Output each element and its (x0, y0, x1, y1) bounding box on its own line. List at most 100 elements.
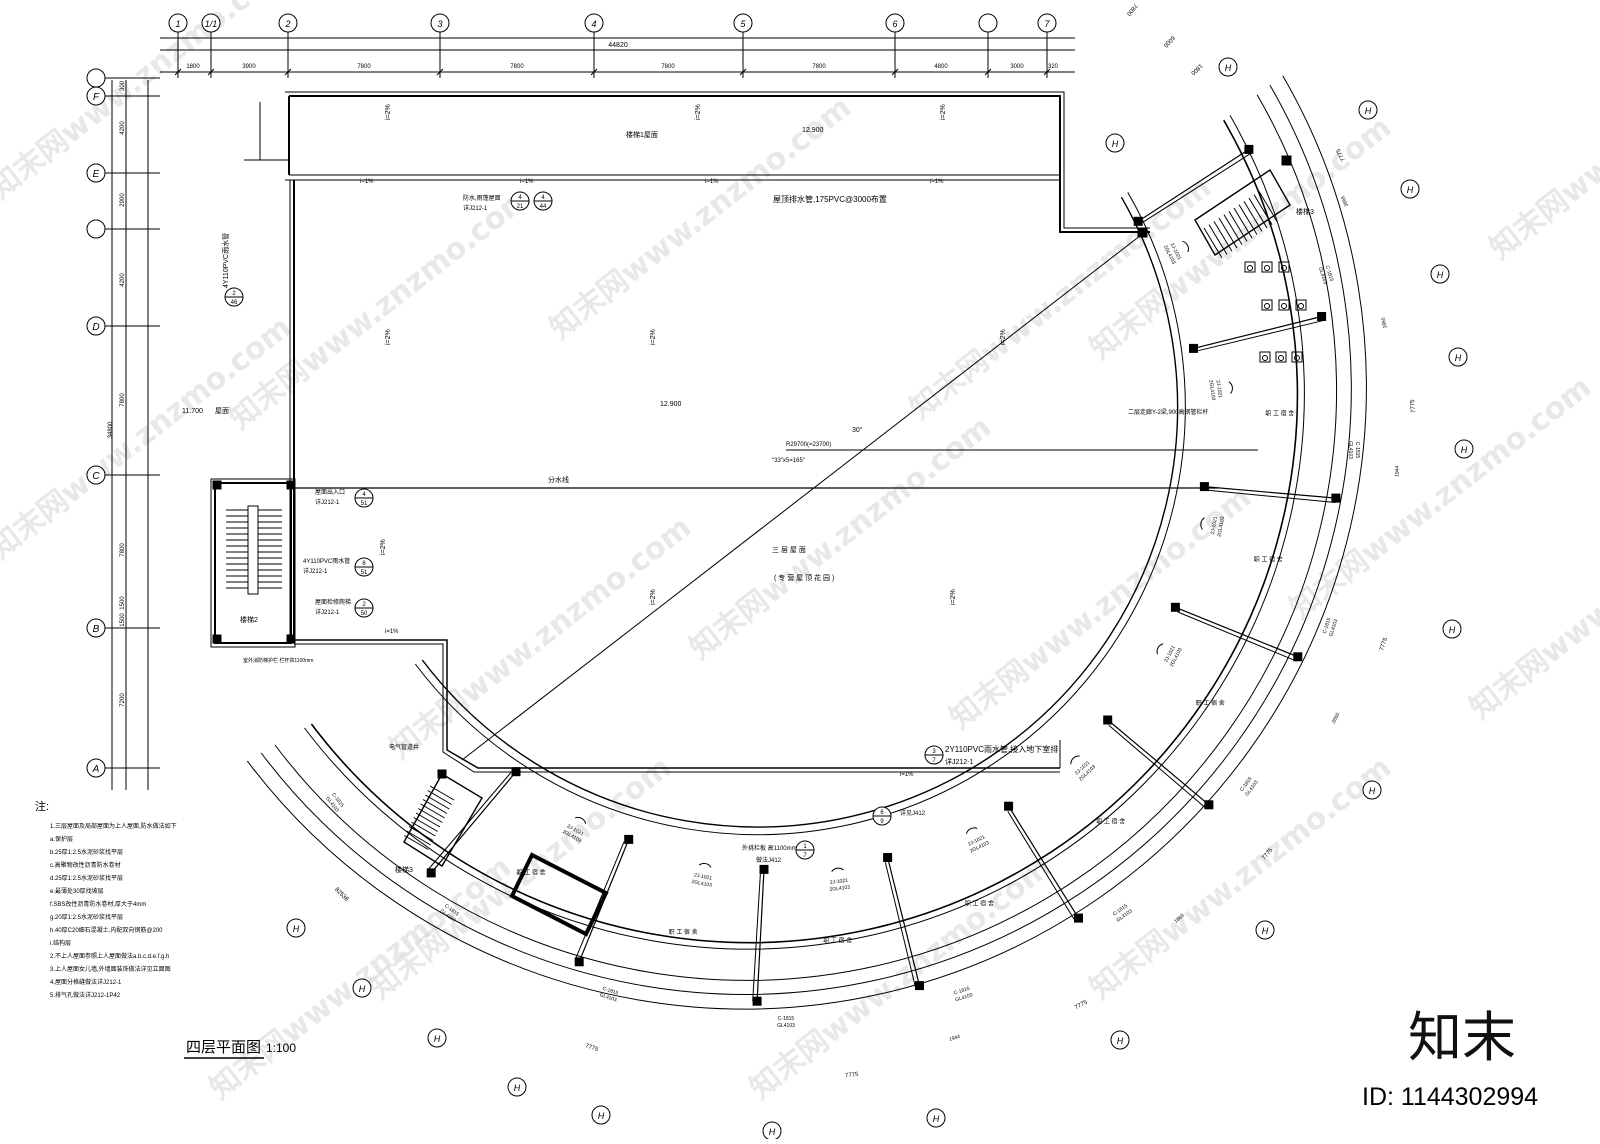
left-dimension-value: 2900 (120, 193, 126, 207)
toilet-fixture (1244, 261, 1256, 273)
column (1004, 801, 1014, 811)
axis-label: F (93, 92, 100, 103)
callout-number: 4 (518, 195, 522, 201)
partition-wall (888, 861, 921, 986)
note-line: f.SBS改性沥青防水卷材,厚大于4mm (50, 900, 146, 908)
slope-label: i=2% (385, 329, 392, 345)
toilet-fixture (1259, 351, 1271, 363)
room-label: 职 工 宿 舍 (965, 900, 994, 908)
partition-wall (1110, 722, 1210, 806)
window-code: GL4103 (599, 992, 618, 1003)
arc-axis-bubble (286, 918, 306, 938)
axis-label: 1/1 (205, 19, 218, 29)
callout-number: 3 (932, 749, 936, 755)
partition-wall (1208, 486, 1336, 499)
arc-dimension-value: 1860 (1380, 317, 1388, 329)
axis-bubble (86, 219, 106, 239)
toilet-fixture (1261, 261, 1273, 273)
note-line: i.结构层 (50, 939, 71, 947)
arc-dimension-value: 7775 (584, 1043, 599, 1053)
arc-axis-bubble (1430, 264, 1450, 284)
stair-3-label: 楼梯3 (395, 865, 413, 874)
radial-dimension-value: 7800 (1125, 2, 1138, 17)
radial-dimension-value: 6000 (1161, 34, 1175, 48)
dormitory-rooms: 职 工 宿 舍职 工 宿 舍职 工 宿 舍职 工 宿 舍职 工 宿 舍职 工 宿… (517, 261, 1307, 944)
column (1189, 343, 1198, 353)
note-y2: 二层走廊Y-2梁,900高钢管栏杆 (1128, 408, 1208, 416)
slope-label: i=2% (385, 104, 392, 120)
slope-label: i=2% (940, 104, 947, 120)
callout-number: 2 (232, 291, 236, 297)
arc-axis-bubble (1362, 780, 1382, 800)
arc-axis-label: H (1449, 625, 1456, 635)
drain-mid-ref: 详J212-1 (303, 567, 328, 575)
arc-dimension-value: 3666 (1340, 195, 1350, 208)
roof-elev-main: 12.900 (660, 401, 682, 408)
callout-number: 4 (541, 195, 545, 201)
top-dimension-value: 7800 (661, 64, 675, 70)
arc-dimension-value: 1944 (949, 1034, 962, 1043)
left-dimension-value: 7800 (120, 543, 126, 557)
left-dimension-value: 7800 (120, 393, 126, 407)
drawing-scale: 1:100 (266, 1041, 296, 1055)
column (511, 767, 521, 777)
watermark-text: 知末网www.znzmo.com (743, 850, 1058, 1107)
arc-axis-label: H (598, 1111, 605, 1121)
top-dimension-value: 7800 (357, 64, 371, 70)
arc-axis-label: H (1365, 106, 1372, 116)
slope-label: i=2% (950, 589, 957, 605)
roof-elev-north: 12.900 (802, 127, 824, 134)
arc-axis-bubble (591, 1105, 611, 1125)
arc-axis-bubble (1400, 179, 1420, 199)
drain-4: 防水,雨篷屋面 (463, 194, 501, 202)
callout-number: 6 (362, 561, 366, 567)
room-label: 职 工 宿 舍 (1265, 410, 1294, 418)
left-dimension-value: 1500 (120, 596, 126, 610)
drain-mid: 4Y110PVC雨水管 (303, 557, 350, 565)
arc-axis-bubble (427, 1028, 447, 1048)
arc-line (304, 115, 1305, 950)
angle-label: 30° (852, 426, 863, 434)
arc-dimension-value: 7775 (1074, 999, 1089, 1011)
slope-marks: i=2%i=2%i=2%i=2%i=2%i=2%i=2%i=2%i=2%i=1%… (360, 104, 1007, 778)
arc-wing-outline (246, 75, 1367, 1010)
drain-1: 4Y110PVC雨水管 (221, 233, 230, 288)
arc-axis-bubble (507, 1077, 527, 1097)
drain-2-ref: 详J212-1 (945, 757, 974, 766)
column (1133, 216, 1143, 226)
arc-axis-label: H (359, 984, 366, 994)
window-code: GL4103 (777, 1023, 795, 1029)
column (1244, 144, 1254, 154)
brand-id: ID: 1144302994 (1362, 1083, 1538, 1111)
roof-labels: 楼梯1屋面 12.900 12.900 11.700 屋面 分水线 三 层 屋 … (182, 127, 1208, 864)
top-dimension-value: 7800 (510, 64, 524, 70)
room-label: 职 工 宿 舍 (1196, 699, 1225, 707)
column (1317, 312, 1327, 321)
arc-axis-bubble (1454, 439, 1474, 459)
parapet: 外挑栏板 高1100mm (742, 844, 797, 852)
arc-axis-label: H (293, 924, 300, 934)
partition-wall (1010, 809, 1080, 919)
arc-dimension-value: 7775 (845, 1072, 860, 1079)
drain-3: 屋顶排水管,175PVC@3000布置 (773, 194, 887, 204)
arc-dimension-value: 1860 (1173, 913, 1186, 925)
watermark-text: 知末网www.znzmo.com (1483, 10, 1600, 267)
door-id: 2J-1021 (830, 878, 849, 886)
slope-label: i=2% (380, 539, 387, 555)
arc-line (274, 94, 1337, 981)
arc-line (260, 85, 1352, 995)
arc-axis-bubble (1255, 920, 1275, 940)
slope-label: i=1% (520, 179, 534, 185)
roof-1-label: 楼梯1屋面 (626, 130, 658, 139)
